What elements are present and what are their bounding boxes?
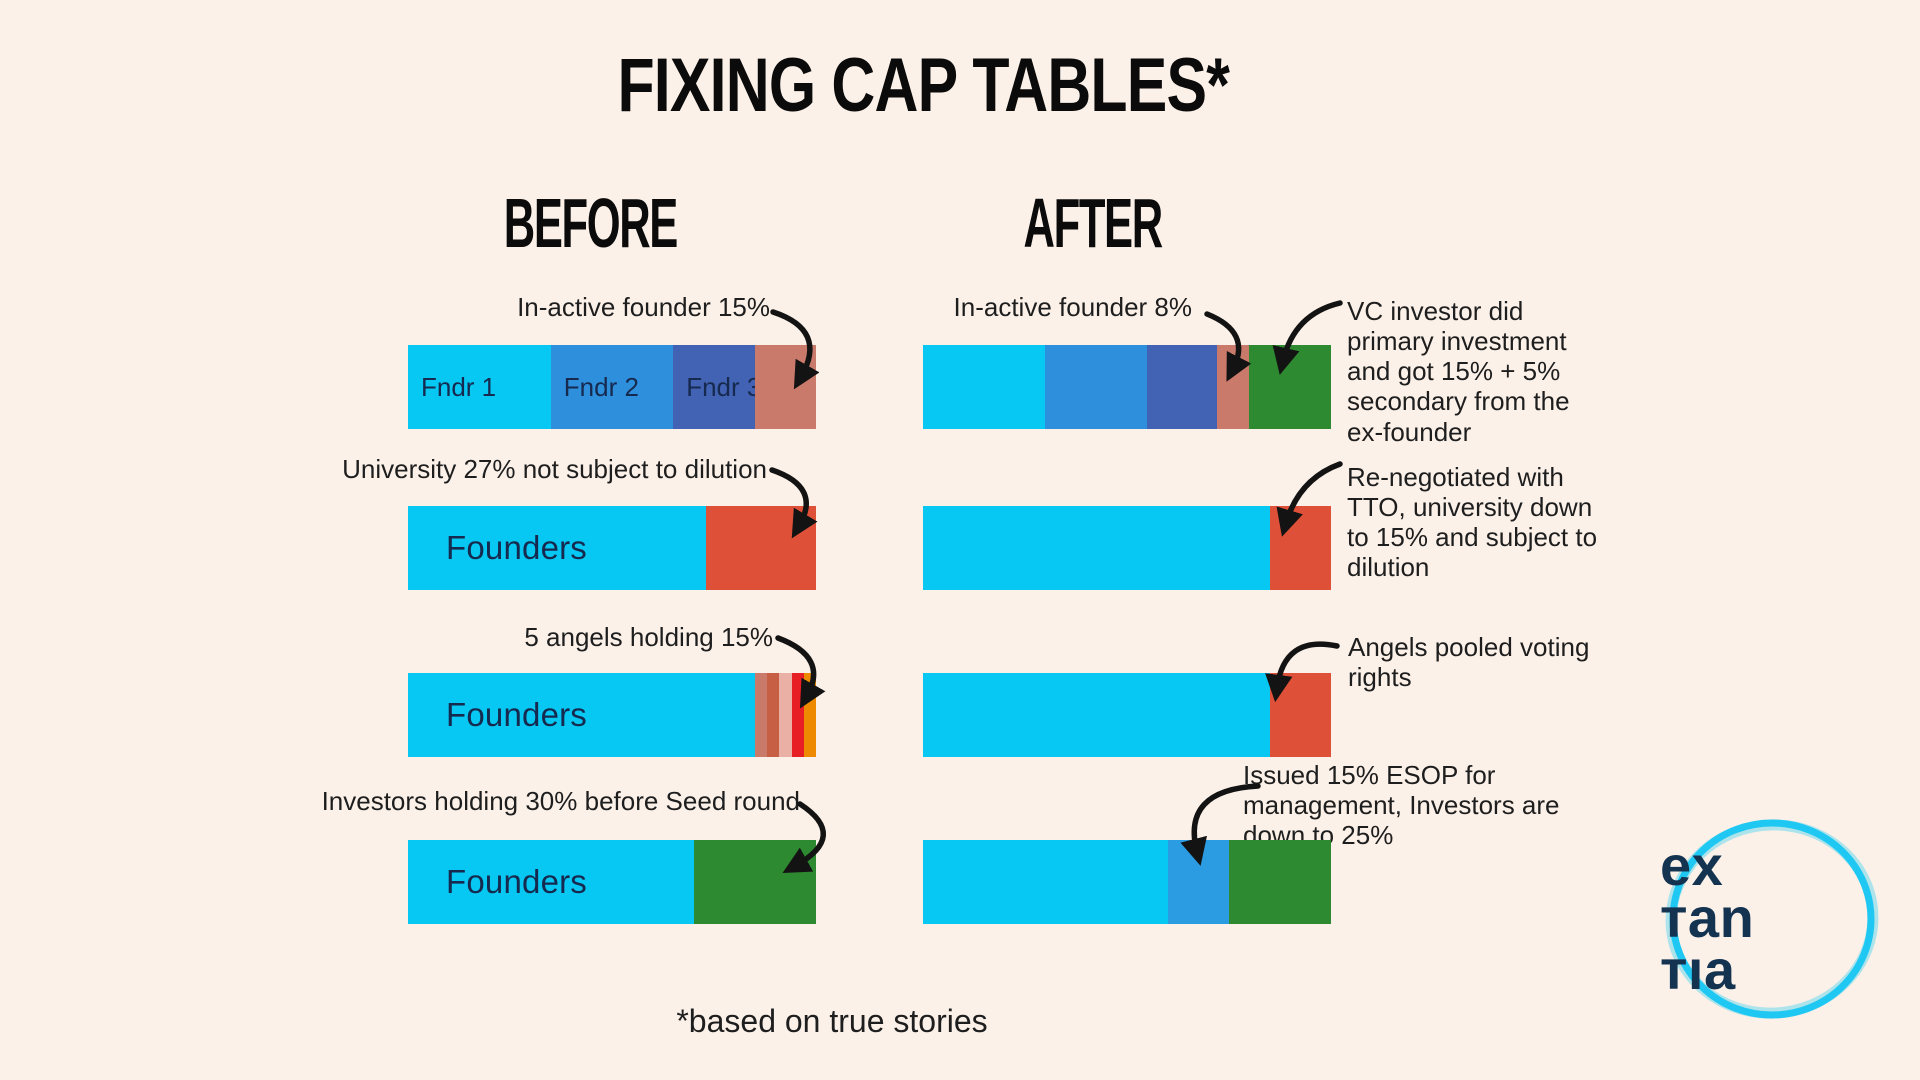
- column-heading-after: AFTER: [1023, 184, 1164, 262]
- segment-angels-pooled: [1269, 673, 1331, 757]
- segment-investors: [693, 840, 816, 924]
- segment-label: Fndr 2: [563, 371, 639, 402]
- segment-founder-2: Fndr 2: [550, 345, 674, 429]
- bar-after-founders-split: [923, 345, 1331, 429]
- segment-inactive-founder: [1216, 345, 1250, 429]
- segment-founder-3: [1147, 345, 1217, 429]
- annotation-tto-renegotiated: Re-negotiated with TTO, university down …: [1347, 462, 1598, 583]
- segment-vc-investor: [1249, 345, 1331, 429]
- segment-founders: Founders: [408, 673, 755, 757]
- segment-angel-4: [791, 673, 804, 757]
- segment-founders: [923, 840, 1168, 924]
- annotation-inactive-founder-after: In-active founder 8%: [953, 292, 1192, 322]
- segment-label: Fndr 1: [421, 371, 497, 402]
- segment-inactive-founder: [754, 345, 816, 429]
- logo-circle-icon: [1665, 819, 1879, 1019]
- segment-founder-1: [923, 345, 1046, 429]
- segment-founders: [923, 673, 1270, 757]
- annotation-university-before: University 27% not subject to dilution: [342, 454, 767, 484]
- bar-before-university: Founders: [408, 506, 816, 590]
- segment-label: Founders: [446, 696, 588, 733]
- extantia-logo: ex тan тıa: [1640, 800, 1900, 1050]
- bar-after-university: [923, 506, 1331, 590]
- segment-angel-3: [779, 673, 792, 757]
- annotation-vc-investor: VC investor did primary investment and g…: [1347, 296, 1570, 447]
- segment-founder-3: Fndr 3: [673, 345, 761, 429]
- annotation-angels-before: 5 angels holding 15%: [524, 622, 773, 652]
- bar-before-angels: Founders: [408, 673, 816, 757]
- annotation-investors-before: Investors holding 30% before Seed round: [321, 786, 800, 816]
- annotation-inactive-founder-before: In-active founder 15%: [517, 292, 770, 322]
- segment-angel-5: [803, 673, 816, 757]
- page-title: FIXING CAP TABLES*: [617, 43, 1229, 128]
- bar-before-investors: Founders: [408, 840, 816, 924]
- segment-founder-2: [1045, 345, 1148, 429]
- segment-label: Founders: [446, 863, 588, 900]
- segment-founders: Founders: [408, 506, 706, 590]
- segment-label: Fndr 3: [686, 371, 762, 402]
- segment-esop: [1167, 840, 1229, 924]
- bar-before-founders-split: Fndr 1 Fndr 2 Fndr 3: [408, 345, 816, 429]
- logo-wordmark: ex тan тıa: [1660, 834, 1755, 1002]
- segment-founders: Founders: [408, 840, 694, 924]
- segment-angel-2: [767, 673, 780, 757]
- bar-after-investors: [923, 840, 1331, 924]
- footnote: *based on true stories: [676, 1003, 988, 1039]
- annotation-angels-pooled: Angels pooled voting rights: [1348, 632, 1590, 693]
- segment-angel-1: [754, 673, 768, 757]
- column-heading-before: BEFORE: [503, 184, 678, 262]
- segment-investors: [1228, 840, 1331, 924]
- segment-university: [1269, 506, 1331, 590]
- annotation-esop-issued: Issued 15% ESOP for management, Investor…: [1243, 760, 1560, 851]
- segment-label: Founders: [446, 529, 588, 566]
- segment-founders: [923, 506, 1270, 590]
- bar-after-angels: [923, 673, 1331, 757]
- segment-university: [705, 506, 816, 590]
- segment-founder-1: Fndr 1: [408, 345, 551, 429]
